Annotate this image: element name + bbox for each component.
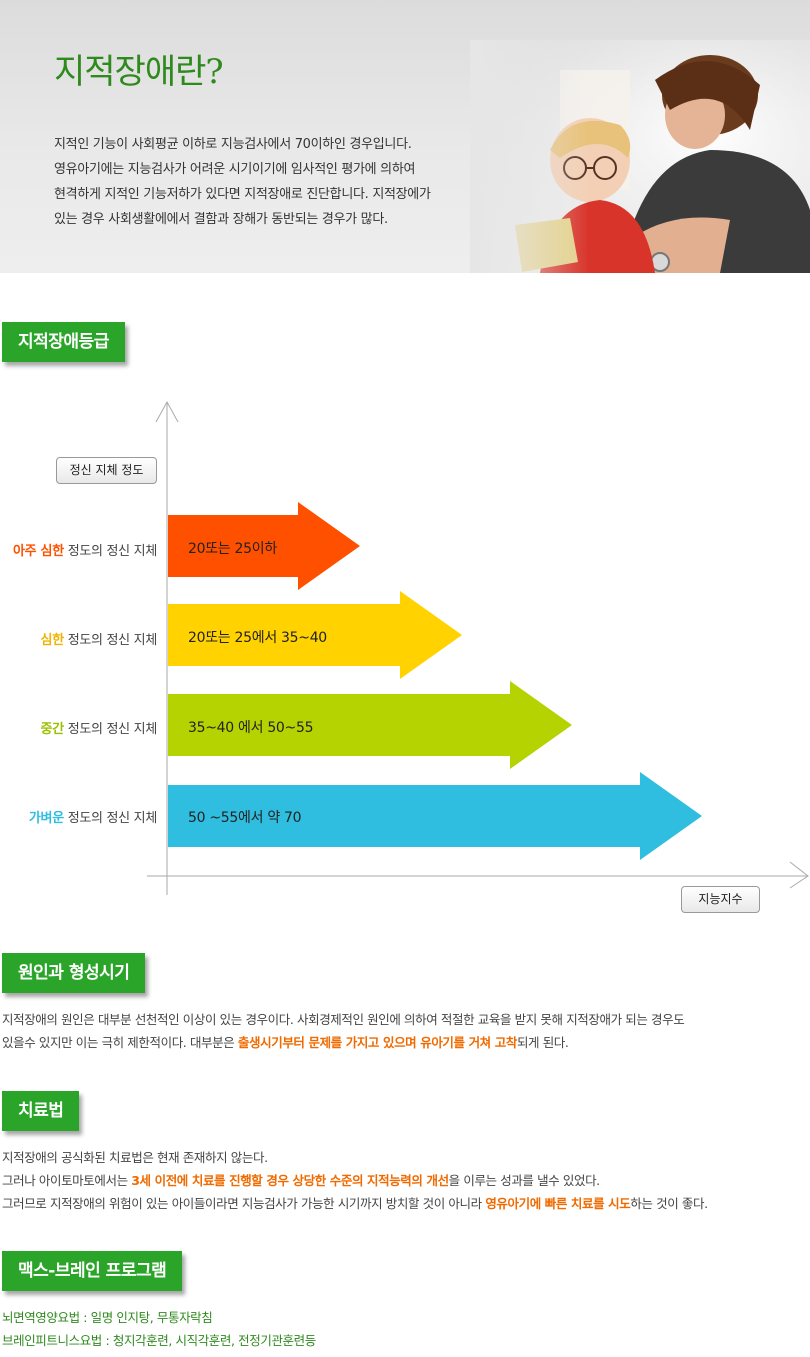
hero-line: 있는 경우 사회생활에에서 결함과 장해가 동반되는 경우가 많다. bbox=[54, 212, 388, 227]
grade-highlight: 중간 bbox=[40, 722, 65, 737]
highlight-text: 영유아기에 빠른 치료를 시도 bbox=[485, 1196, 631, 1211]
grade-range-text: 20또는 25이하 bbox=[188, 541, 277, 557]
treatment-text: 지적장애의 공식화된 치료법은 현재 존재하지 않는다. 그러나 아이토마토에서… bbox=[2, 1146, 810, 1215]
section-badge-grade: 지적장애등급 bbox=[2, 322, 125, 362]
treatment-line: 그러나 아이토마토에서는 3세 이전에 치료를 진행할 경우 상당한 수준의 지… bbox=[2, 1169, 810, 1192]
grade-chart-svg bbox=[147, 400, 809, 895]
grade-arrow bbox=[168, 681, 572, 769]
hero-line: 영유아기에는 지능검사가 어려운 시기이기에 임사적인 평가에 의하여 bbox=[54, 162, 416, 177]
grade-arrow bbox=[168, 591, 462, 679]
text-span: 하는 것이 좋다. bbox=[630, 1196, 708, 1211]
cause-line: 있을수 있지만 이는 극히 제한적이다. 대부분은 출생시기부터 문제를 가지고… bbox=[2, 1031, 802, 1054]
hero-banner: 지적장애란? 지적인 기능이 사회평균 이하로 지능검사에서 70이하인 경우입… bbox=[0, 0, 810, 273]
treatment-line: 지적장애의 공식화된 치료법은 현재 존재하지 않는다. bbox=[2, 1150, 268, 1165]
grade-arrow bbox=[168, 772, 702, 860]
text-span: 있을수 있지만 이는 극히 제한적이다. 대부분은 bbox=[2, 1035, 238, 1050]
program-text: 뇌면역영양요법 : 일명 인지탕, 무통자락침 브레인피트니스요법 : 청지각훈… bbox=[2, 1306, 802, 1352]
mother-child-photo bbox=[470, 40, 810, 273]
highlight-text: 3세 이전에 치료를 진행할 경우 상당한 수준의 지적능력의 개선 bbox=[131, 1173, 449, 1188]
grade-label-mild: 가벼운 정도의 정신 지체 bbox=[29, 807, 157, 826]
x-axis-arrowhead bbox=[789, 861, 809, 889]
grade-label-rest: 정도의 정신 지체 bbox=[63, 544, 158, 559]
grade-arrow bbox=[168, 502, 360, 590]
grade-label-severe: 심한 정도의 정신 지체 bbox=[40, 629, 158, 648]
text-span: 을 이루는 성과를 낼수 있었다. bbox=[448, 1173, 600, 1188]
cause-text: 지적장애의 원인은 대부분 선천적인 이상이 있는 경우이다. 사회경제적인 원… bbox=[2, 1008, 802, 1054]
grade-highlight: 아주 심한 bbox=[13, 544, 64, 559]
hero-line: 현격하게 지적인 기능저하가 있다면 지적장애로 진단합니다. 지적장에가 bbox=[54, 187, 431, 202]
grade-label-rest: 정도의 정신 지체 bbox=[63, 811, 158, 826]
grade-range-text: 35~40 에서 50~55 bbox=[188, 720, 314, 736]
text-span: 그러나 아이토마토에서는 bbox=[2, 1173, 132, 1188]
highlight-text: 출생시기부터 문제를 가지고 있으며 유아기를 거쳐 고착 bbox=[237, 1035, 517, 1050]
program-line: 브레인피트니스요법 : 청지각훈련, 시직각훈련, 전정기관훈련등 bbox=[2, 1333, 316, 1348]
text-span: 되게 된다. bbox=[516, 1035, 569, 1050]
grade-label-rest: 정도의 정신 지체 bbox=[63, 633, 158, 648]
hero-line: 지적인 기능이 사회평균 이하로 지능검사에서 70이하인 경우입니다. bbox=[54, 137, 412, 152]
cause-line: 지적장애의 원인은 대부분 선천적인 이상이 있는 경우이다. 사회경제적인 원… bbox=[2, 1012, 685, 1027]
treatment-line: 그러므로 지적장애의 위험이 있는 아이들이라면 지능검사가 가능한 시기까지 … bbox=[2, 1192, 810, 1215]
section-badge-treatment: 치료법 bbox=[2, 1091, 80, 1131]
section-badge-program: 맥스-브레인 프로그램 bbox=[2, 1251, 183, 1291]
grade-chart: 정신 지체 정도 지능지수 아주 심한 정도의 정신 지체 심한 정도의 정신 … bbox=[0, 390, 810, 920]
grade-highlight: 가벼운 bbox=[28, 811, 64, 826]
program-line: 뇌면역영양요법 : 일명 인지탕, 무통자락침 bbox=[2, 1310, 213, 1325]
section-badge-cause: 원인과 형성시기 bbox=[2, 953, 146, 993]
y-axis-label: 정신 지체 정도 bbox=[56, 457, 157, 484]
x-axis-label: 지능지수 bbox=[681, 886, 760, 913]
text-span: 그러므로 지적장애의 위험이 있는 아이들이라면 지능검사가 가능한 시기까지 … bbox=[2, 1196, 486, 1211]
y-axis-arrowhead bbox=[155, 400, 179, 423]
grade-label-moderate: 중간 정도의 정신 지체 bbox=[40, 718, 158, 737]
grade-range-text: 50 ~55에서 약 70 bbox=[188, 810, 302, 826]
grade-label-severe-profound: 아주 심한 정도의 정신 지체 bbox=[13, 540, 157, 559]
grade-highlight: 심한 bbox=[40, 633, 65, 648]
grade-range-text: 20또는 25에서 35~40 bbox=[188, 630, 327, 646]
page-title: 지적장애란? bbox=[54, 52, 224, 92]
hero-description: 지적인 기능이 사회평균 이하로 지능검사에서 70이하인 경우입니다. 영유아… bbox=[54, 132, 494, 232]
grade-label-rest: 정도의 정신 지체 bbox=[63, 722, 158, 737]
